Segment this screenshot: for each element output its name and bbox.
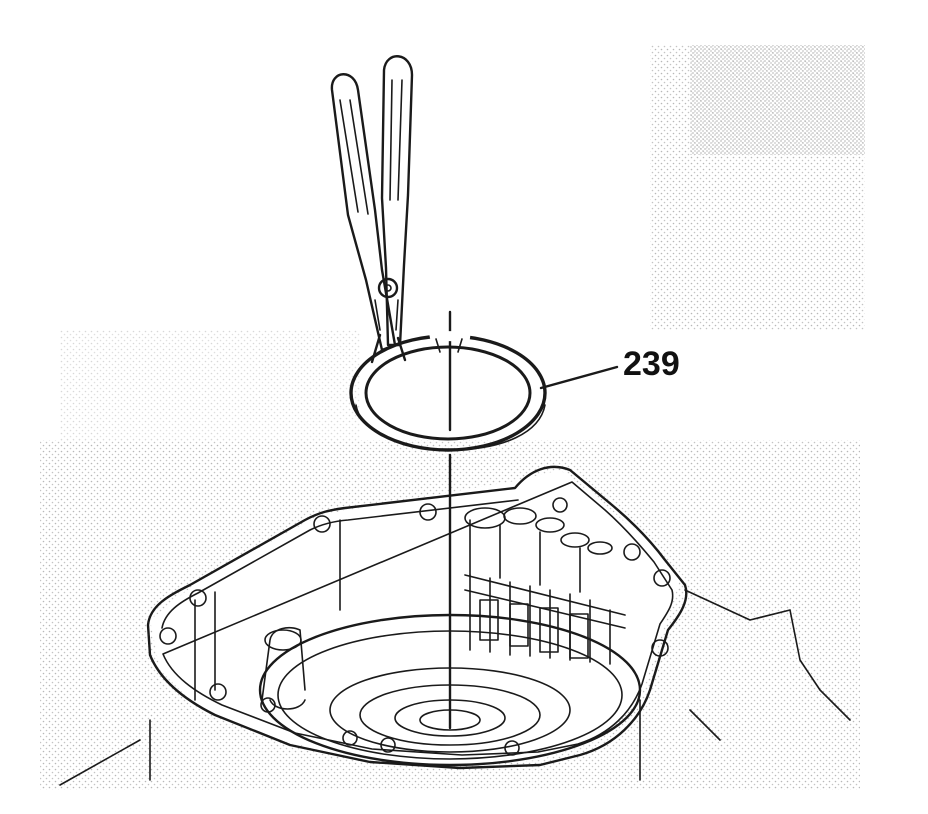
snap-ring <box>349 331 547 452</box>
snap-ring-pliers <box>330 55 414 364</box>
callout-239: 239 <box>539 345 680 390</box>
callout-239-label: 239 <box>623 345 680 383</box>
